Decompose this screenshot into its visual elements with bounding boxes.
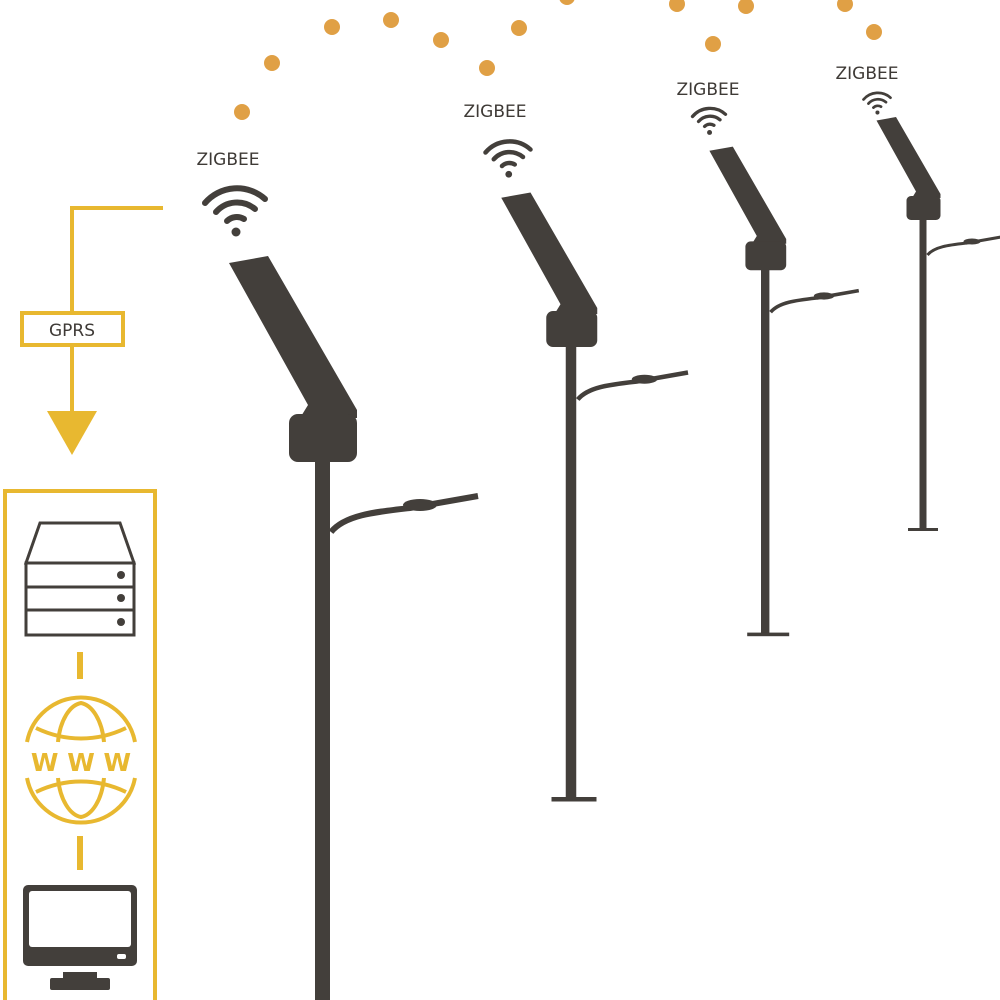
wifi-icon: [862, 91, 892, 116]
monitor-icon: [23, 885, 137, 990]
connector-line: [77, 836, 83, 870]
wifi-icon: [205, 188, 265, 236]
zigbee-label-2: ZIGBEE: [464, 102, 527, 122]
arrow-down-icon: [47, 411, 97, 455]
globe-www-icon: [25, 695, 137, 825]
zigbee-label-4: ZIGBEE: [836, 64, 899, 84]
gprs-link: [20, 206, 163, 455]
www-label: W W W: [31, 748, 131, 777]
street-lamp-3: [707, 144, 861, 637]
zigbee-label-3: ZIGBEE: [677, 80, 740, 100]
street-lamp-2: [501, 193, 688, 802]
wifi-icon: [486, 141, 531, 177]
server-icon: [23, 521, 137, 637]
zigbee-mesh-dots: [234, 0, 882, 120]
wifi-icon: [690, 106, 728, 137]
connector-line: [77, 652, 83, 679]
street-lamp-4: [875, 115, 1000, 531]
gprs-label: GPRS: [49, 321, 95, 341]
street-lamp-1: [229, 256, 478, 1000]
zigbee-label-1: ZIGBEE: [197, 150, 260, 170]
backend-panel: [3, 489, 157, 1000]
